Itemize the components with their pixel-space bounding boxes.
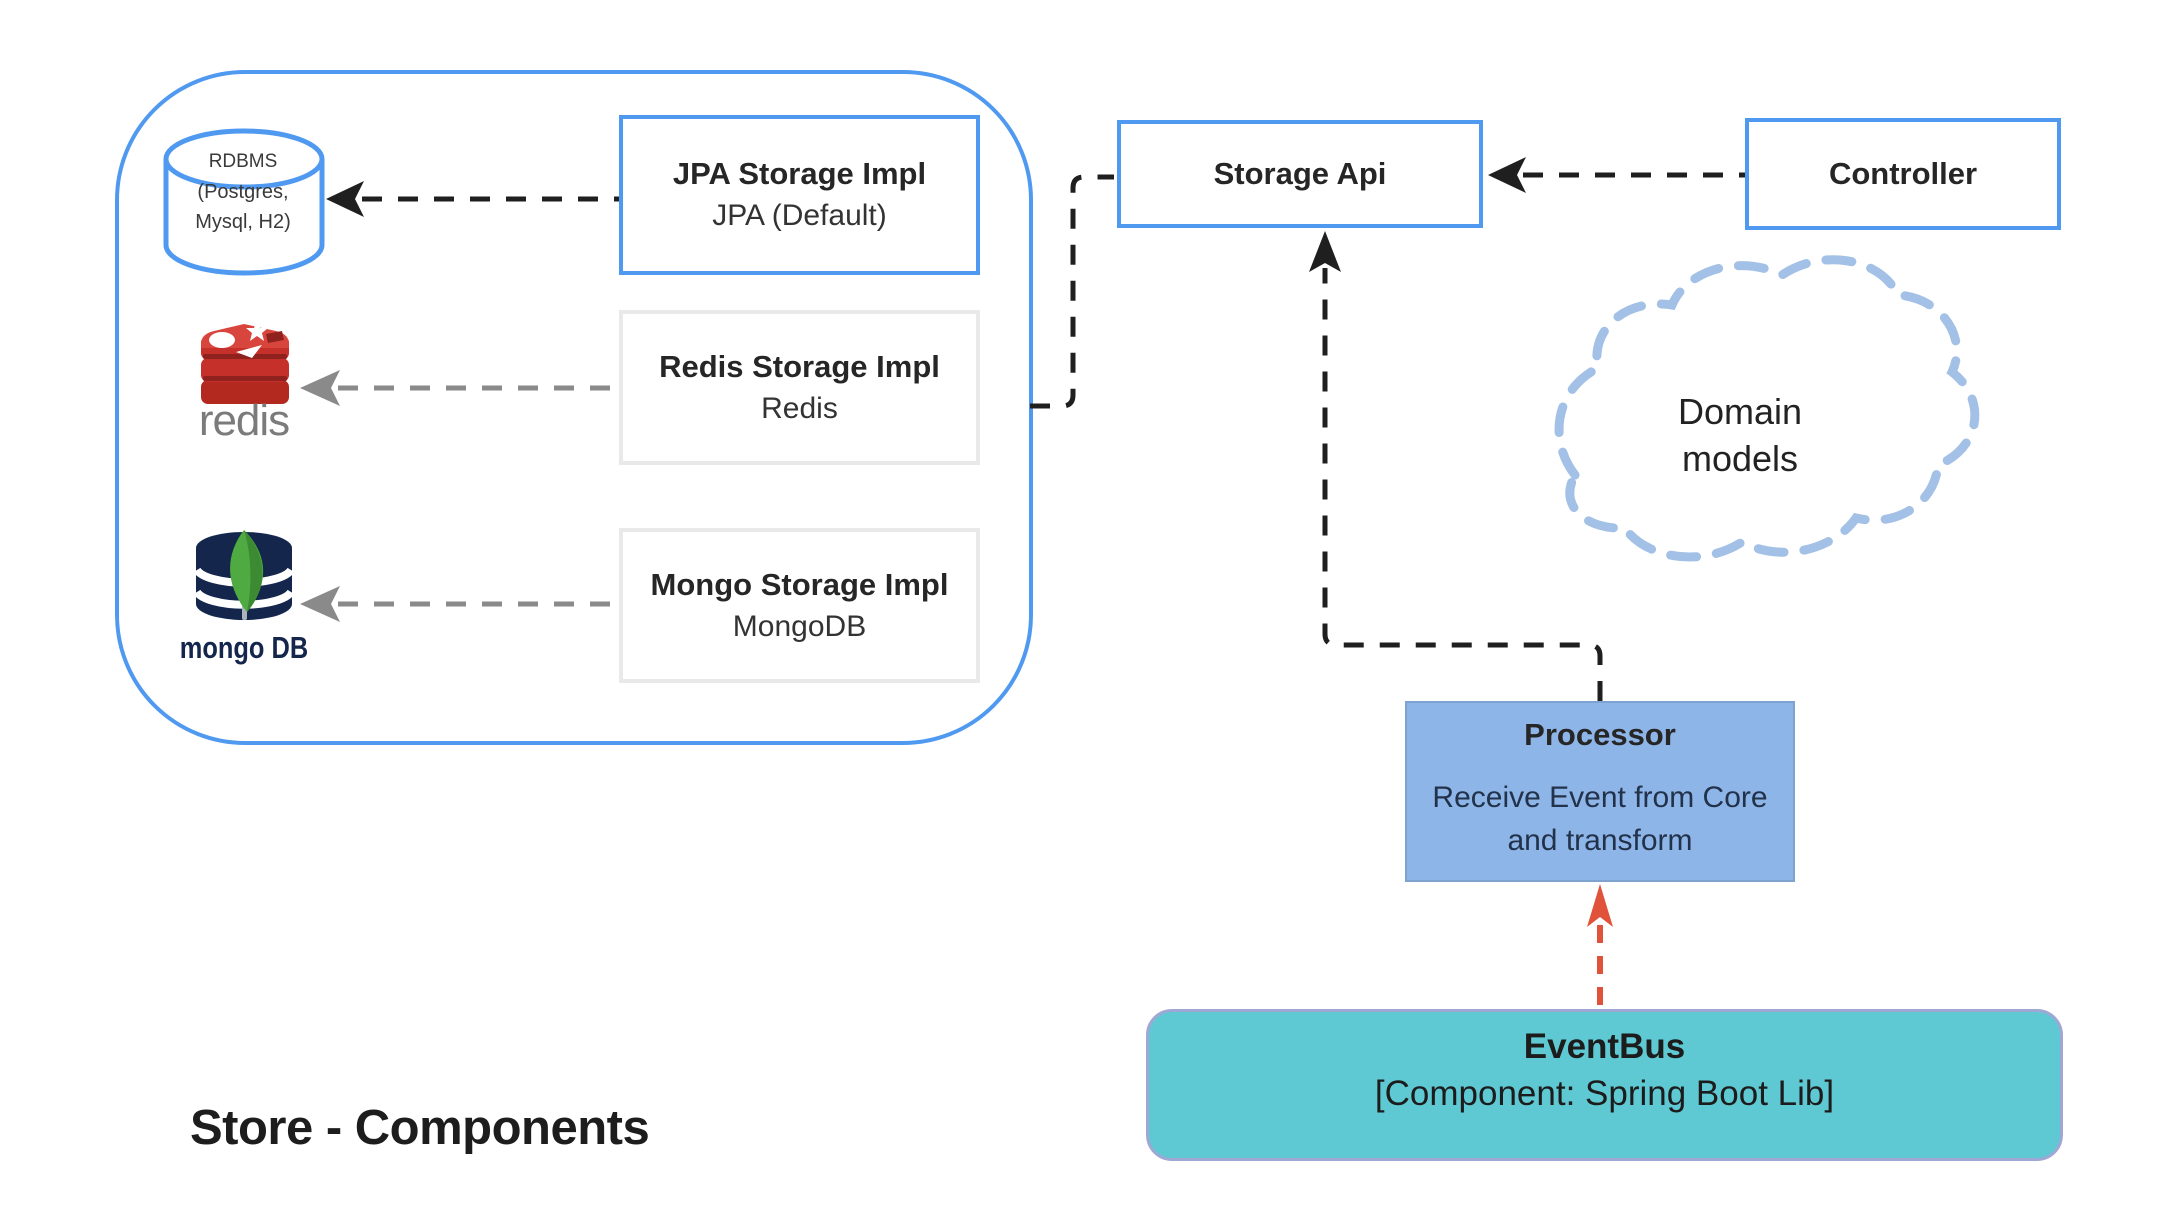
redis-logo-label: redis: [198, 396, 290, 445]
processor-description-line-2: and transform: [1507, 824, 1693, 857]
storage-api-node: Storage Api: [1117, 120, 1483, 228]
mongo-storage-impl-node: Mongo Storage Impl MongoDB: [619, 528, 980, 683]
domain-models-line-2: models: [1681, 438, 1799, 479]
mongo-storage-impl-title: Mongo Storage Impl: [650, 566, 949, 602]
jpa-storage-impl-node: JPA Storage Impl JPA (Default): [619, 115, 980, 275]
mongodb-logo-icon: [193, 530, 295, 620]
rdbms-node-label: RDBMS (Postgres, Mysql, H2): [163, 147, 323, 237]
diagram-title: Store - Components: [190, 1101, 650, 1155]
eventbus-to-processor-connector: [1587, 884, 1613, 1006]
eventbus-subtitle: [Component: Spring Boot Lib]: [1374, 1074, 1835, 1113]
domain-models-cloud: [1554, 255, 1980, 562]
mongo-storage-impl-subtitle: MongoDB: [732, 609, 867, 643]
domain-models-label: Domain models: [1587, 388, 1893, 482]
rdbms-cylinder-shape: [163, 128, 325, 276]
jpa-to-rdbms-connector: [326, 181, 619, 217]
redis-logo-icon: [201, 320, 289, 404]
redis-impl-to-redis-connector: [300, 370, 619, 406]
rdbms-line-1: RDBMS: [208, 151, 278, 172]
processor-description-line-1: Receive Event from Core: [1432, 781, 1768, 814]
redis-storage-impl-node: Redis Storage Impl Redis: [619, 310, 980, 465]
jpa-storage-impl-title: JPA Storage Impl: [672, 156, 927, 191]
controller-node: Controller: [1745, 118, 2061, 230]
processor-title: Processor: [1524, 717, 1676, 752]
rdbms-line-2: (Postgres,: [197, 181, 289, 203]
eventbus-node: EventBus [Component: Spring Boot Lib]: [1146, 1009, 2063, 1161]
domain-models-line-1: Domain: [1677, 391, 1803, 432]
redis-storage-impl-subtitle: Redis: [761, 391, 838, 425]
eventbus-title: EventBus: [1523, 1027, 1686, 1066]
processor-to-storage-api-connector: [1309, 231, 1603, 701]
jpa-storage-impl-subtitle: JPA (Default): [712, 199, 887, 232]
controller-to-storage-api-connector: [1488, 157, 1745, 193]
storage-impls-to-storage-api-connector: [1030, 174, 1114, 409]
storage-api-title: Storage Api: [1213, 156, 1387, 191]
controller-title: Controller: [1828, 156, 1978, 191]
processor-description: Receive Event from Core and transform: [1432, 776, 1767, 862]
mongo-impl-to-mongo-connector: [300, 586, 619, 622]
redis-storage-impl-title: Redis Storage Impl: [659, 348, 940, 384]
mongodb-logo-label: mongo DB: [179, 630, 309, 665]
processor-node: Processor Receive Event from Core and tr…: [1405, 701, 1795, 882]
rdbms-line-3: Mysql, H2): [195, 211, 291, 233]
